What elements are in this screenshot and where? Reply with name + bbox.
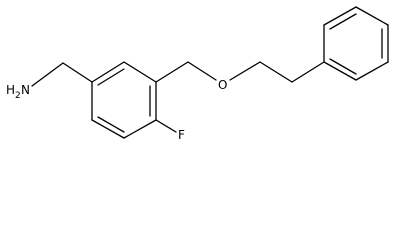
phenyl-double-bond-3	[329, 58, 357, 75]
fluorobenzyl-ring	[91, 61, 157, 139]
ring-bond-4	[123, 119, 157, 139]
bond-o-ch2	[229, 61, 261, 81]
bond-ring-f	[155, 119, 177, 133]
phenyl-double-bond-1	[329, 13, 357, 30]
amine-hydrogen-label: H	[6, 83, 15, 97]
bond-ch2-ring	[62, 62, 93, 83]
fluorine-label: F	[178, 128, 185, 142]
bond-ring-ch2	[155, 61, 189, 83]
phenyl-bond-3	[355, 6, 389, 26]
phenyl-bond-6	[323, 61, 357, 81]
amine-hydrogen-count: 2	[15, 91, 21, 101]
ring-double-bond-1	[97, 68, 125, 86]
phenyl-bond-5	[355, 61, 389, 81]
amine-group-label: H 2 N	[6, 83, 30, 101]
phenyl-bond-2	[323, 6, 357, 26]
bond-ch2-ch2	[259, 61, 293, 83]
phenyl-ring	[323, 6, 389, 81]
bond-ch2-phenyl	[291, 61, 325, 83]
ring-double-bond-3	[97, 116, 125, 133]
ring-bond-5	[91, 119, 125, 139]
ether-oxygen-label: O	[218, 78, 227, 92]
chemical-structure-diagram: H 2 N F O	[6, 6, 389, 142]
ring-bond-2	[123, 61, 157, 83]
bond-ch2-o	[187, 61, 217, 81]
bond-n-ch2	[31, 62, 64, 87]
amine-nitrogen-label: N	[21, 83, 30, 97]
ring-bond-1	[91, 61, 125, 83]
